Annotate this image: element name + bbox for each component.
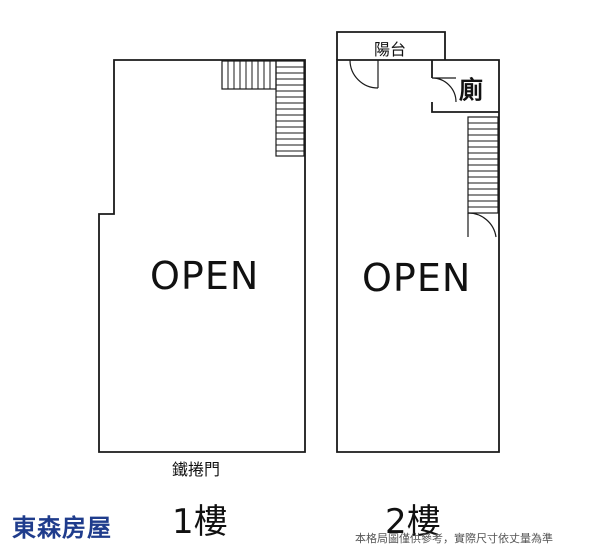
floor2-floor-label: 2樓 bbox=[385, 502, 441, 542]
floor2-open-label: OPEN bbox=[362, 256, 472, 300]
floor1-open-label: OPEN bbox=[150, 254, 260, 298]
toilet-label: 廁 bbox=[459, 76, 483, 104]
disclaimer-note: 本格局圖僅供參考，實際尺寸依丈量為準 bbox=[355, 532, 553, 545]
brand-logo-text: 東森房屋 bbox=[12, 514, 112, 542]
floor1-staircase bbox=[221, 60, 305, 157]
floor1-floor-label: 1樓 bbox=[172, 502, 228, 542]
floor1-door-label: 鐵捲門 bbox=[172, 460, 221, 479]
balcony-outline bbox=[336, 31, 446, 60]
balcony-label: 陽台 bbox=[374, 40, 407, 59]
floor1-outline bbox=[98, 59, 306, 453]
toilet-walls bbox=[431, 60, 499, 113]
toilet-door bbox=[431, 77, 457, 103]
floor2-staircase bbox=[467, 116, 499, 238]
balcony-door bbox=[349, 59, 379, 89]
